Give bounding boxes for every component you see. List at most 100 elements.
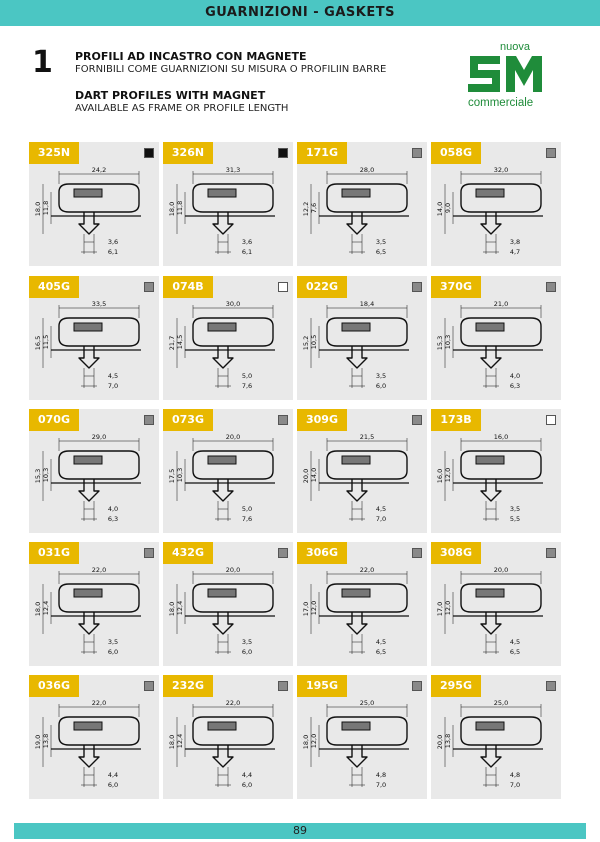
color-swatch — [412, 148, 422, 158]
product-code: 370G — [431, 276, 481, 298]
dim-height-inner: 12,0 — [444, 601, 452, 615]
dim-height-inner: 12,4 — [42, 601, 50, 615]
dim-dart-1: 5,0 — [242, 372, 252, 380]
dim-width: 25,0 — [494, 699, 508, 707]
dim-dart-2: 4,7 — [510, 248, 520, 256]
dim-height-inner: 7,6 — [310, 203, 318, 213]
dim-height-inner: 11,8 — [42, 201, 50, 215]
color-swatch — [278, 681, 288, 691]
dim-width: 32,0 — [494, 166, 508, 174]
dim-dart-2: 7,0 — [376, 515, 386, 523]
dim-height-inner: 12,0 — [310, 601, 318, 615]
product-code: 326N — [163, 142, 213, 164]
dim-width: 20,0 — [226, 566, 240, 574]
dim-height-inner: 14,5 — [176, 335, 184, 349]
dim-height-inner: 10,3 — [444, 335, 452, 349]
dim-height-inner: 13,8 — [42, 734, 50, 748]
color-swatch — [546, 282, 556, 292]
dim-height: 18,0 — [168, 735, 176, 749]
dim-height: 18,0 — [34, 202, 42, 216]
product-code: 195G — [297, 675, 347, 697]
color-swatch — [278, 148, 288, 158]
dim-dart-1: 3,5 — [242, 638, 252, 646]
dim-dart-2: 6,1 — [242, 248, 252, 256]
dim-height: 21,7 — [168, 336, 176, 350]
dim-dart-2: 7,6 — [242, 382, 252, 390]
dim-dart-1: 3,5 — [376, 372, 386, 380]
product-code: 405G — [29, 276, 79, 298]
dim-width: 22,0 — [360, 566, 374, 574]
dim-dart-1: 4,5 — [510, 638, 520, 646]
color-swatch — [546, 681, 556, 691]
dim-height: 15,2 — [302, 336, 310, 350]
color-swatch — [278, 415, 288, 425]
dim-dart-2: 6,5 — [376, 648, 386, 656]
dim-height: 15,3 — [34, 469, 42, 483]
color-swatch — [278, 282, 288, 292]
dim-width: 21,0 — [494, 300, 508, 308]
dim-height-inner: 12,0 — [310, 734, 318, 748]
dim-height-inner: 12,4 — [176, 601, 184, 615]
dim-height: 18,0 — [168, 202, 176, 216]
dim-height: 16,0 — [436, 469, 444, 483]
dim-dart-2: 5,5 — [510, 515, 520, 523]
product-code: 070G — [29, 409, 79, 431]
dim-width: 20,0 — [226, 433, 240, 441]
color-swatch — [144, 148, 154, 158]
dim-height-inner: 11,5 — [42, 335, 50, 349]
product-code: 308G — [431, 542, 481, 564]
dim-height: 14,0 — [436, 202, 444, 216]
dim-width: 28,0 — [360, 166, 374, 174]
dim-dart-1: 4,4 — [242, 771, 252, 779]
color-swatch — [412, 415, 422, 425]
dim-dart-1: 3,5 — [510, 505, 520, 513]
color-swatch — [412, 282, 422, 292]
dim-height-inner: 12,0 — [444, 468, 452, 482]
dim-dart-2: 6,0 — [242, 648, 252, 656]
color-swatch — [412, 548, 422, 558]
dim-width: 31,3 — [226, 166, 240, 174]
product-code: 058G — [431, 142, 481, 164]
dim-dart-2: 6,3 — [108, 515, 118, 523]
section-subtitle-it: FORNIBILI COME GUARNIZIONI SU MISURA O P… — [75, 64, 387, 75]
dim-width: 20,0 — [494, 566, 508, 574]
dim-dart-2: 6,0 — [376, 382, 386, 390]
dim-height-inner: 10,3 — [176, 468, 184, 482]
dim-height: 18,0 — [168, 602, 176, 616]
dim-width: 33,5 — [92, 300, 106, 308]
company-logo: nuova commerciale — [462, 40, 562, 110]
dim-dart-2: 7,6 — [242, 515, 252, 523]
dim-width: 21,5 — [360, 433, 374, 441]
dim-height: 17,0 — [302, 602, 310, 616]
dim-width: 25,0 — [360, 699, 374, 707]
footer-bar: 89 — [14, 823, 586, 839]
color-swatch — [546, 415, 556, 425]
dim-dart-1: 3,6 — [242, 238, 252, 246]
dim-dart-1: 4,5 — [108, 372, 118, 380]
color-swatch — [144, 415, 154, 425]
dim-dart-2: 6,5 — [376, 248, 386, 256]
